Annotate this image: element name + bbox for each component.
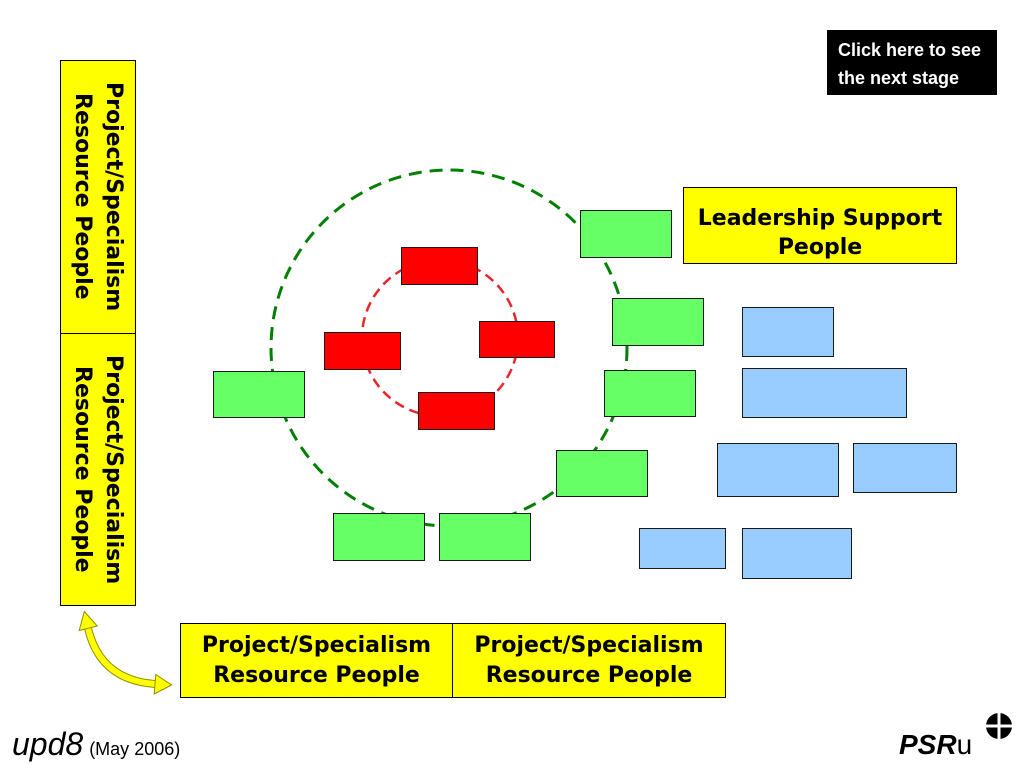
left-resource-box: Project/Specialism Resource People	[61, 332, 135, 606]
blue-node	[717, 443, 839, 497]
logo-regular-text: u	[956, 729, 973, 760]
next-stage-button[interactable]: Click here to see the next stage	[827, 30, 997, 95]
resource-label-line: Resource People	[213, 662, 420, 688]
psru-logo: PSRu	[899, 728, 972, 762]
green-node	[439, 513, 531, 561]
crosshair-circle-icon	[985, 712, 1013, 740]
blue-node	[742, 528, 852, 579]
red-node	[324, 332, 401, 370]
left-resource-panel: Project/Specialism Resource People Proje…	[60, 60, 136, 606]
red-node	[418, 392, 495, 430]
left-resource-box: Project/Specialism Resource People	[61, 61, 135, 333]
resource-label-line: Resource People	[485, 662, 693, 688]
leadership-label-line: Leadership Support	[697, 205, 943, 231]
left-resource-label: Project/Specialism Resource People	[67, 82, 129, 311]
green-node	[556, 450, 648, 497]
green-node	[580, 210, 672, 258]
next-stage-label-line: the next stage	[838, 68, 960, 88]
blue-node	[853, 443, 957, 493]
green-node	[213, 371, 305, 418]
blue-node	[742, 307, 834, 357]
red-node	[479, 321, 555, 358]
brand-name: upd8	[12, 726, 84, 762]
left-resource-label: Project/Specialism Resource People	[67, 355, 129, 584]
resource-label-line: Project/Specialism	[201, 632, 432, 658]
green-node	[612, 298, 704, 346]
curved-double-arrow-icon	[78, 610, 173, 695]
next-stage-label-line: Click here to see	[838, 40, 982, 60]
bottom-resource-box: Project/Specialism Resource People	[181, 624, 452, 697]
resource-label-line: Project/Specialism	[101, 82, 126, 312]
bottom-resource-panel: Project/Specialism Resource People Proje…	[180, 623, 726, 698]
leadership-support-box: Leadership Support People	[683, 187, 957, 264]
green-node	[604, 370, 696, 417]
red-node	[401, 247, 478, 285]
green-node	[333, 513, 425, 561]
bottom-resource-box: Project/Specialism Resource People	[452, 624, 725, 697]
arrow-head-right	[153, 673, 173, 695]
resource-label-line: Project/Specialism	[101, 354, 126, 584]
resource-label-line: Resource People	[70, 365, 95, 573]
logo-bold-text: PSR	[899, 729, 957, 760]
resource-label-line: Resource People	[70, 93, 95, 301]
blue-node	[639, 528, 726, 569]
arrow-head-up	[78, 610, 99, 632]
footer-credit: upd8(May 2006)	[12, 726, 180, 767]
resource-label-line: Project/Specialism	[474, 632, 704, 658]
leadership-label-line: People	[777, 234, 863, 260]
blue-node	[742, 368, 907, 418]
footer-date: (May 2006)	[89, 739, 181, 759]
